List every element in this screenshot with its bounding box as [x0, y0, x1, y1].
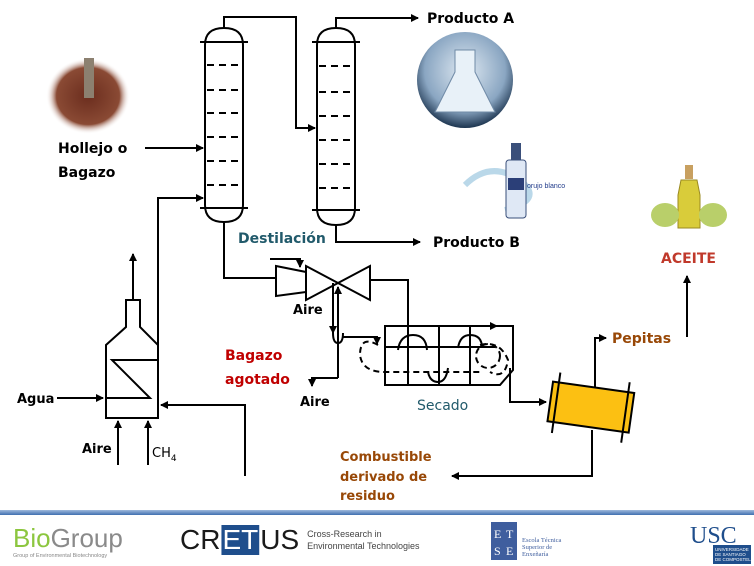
svg-text:UNIVERSIDADE: UNIVERSIDADE	[715, 547, 749, 552]
label-drying: Secado	[417, 398, 468, 414]
label-pomace-2: Bagazo	[58, 165, 116, 181]
svg-text:Enxeñaría: Enxeñaría	[522, 551, 548, 558]
label-fuel-1: Combustible	[340, 450, 432, 465]
svg-text:DE COMPOSTELA: DE COMPOSTELA	[715, 557, 754, 562]
svg-text:S: S	[494, 544, 501, 558]
svg-text:DE SANTIAGO: DE SANTIAGO	[715, 552, 746, 557]
bottle-label: orujo blanco	[527, 183, 565, 190]
svg-text:USC: USC	[690, 523, 737, 549]
label-oil: ACEITE	[661, 251, 716, 267]
label-distillation: Destilación	[238, 231, 326, 247]
svg-text:Escola Técnica: Escola Técnica	[522, 537, 562, 544]
label-air-furnace: Aire	[82, 442, 112, 457]
biogroup-wordmark: BioGroup	[13, 523, 123, 553]
distillation-column-2	[312, 26, 360, 227]
distillation-column-1	[200, 26, 248, 224]
svg-text:Group of Environmental Biotech: Group of Environmental Biotechnology	[13, 553, 107, 559]
label-fuel-2: derivado de	[340, 470, 427, 485]
svg-text:E: E	[506, 544, 513, 558]
label-methane: CH4	[152, 446, 177, 464]
rotary-dryer	[358, 322, 514, 386]
label-product-b: Producto B	[433, 235, 520, 251]
label-exhausted-2: agotado	[225, 372, 290, 388]
process-lines	[57, 14, 691, 480]
flask-photo	[417, 32, 513, 128]
biogroup-logo: BioGroup Group of Environmental Biotechn…	[13, 523, 123, 559]
svg-text:E: E	[494, 527, 501, 541]
oil-bottle-photo	[651, 165, 727, 229]
compressor-turbine	[275, 264, 371, 302]
label-product-a: Producto A	[427, 11, 514, 27]
orujo-bottle-photo: orujo blanco	[462, 143, 565, 219]
furnace-boiler	[105, 253, 159, 419]
cretus-wordmark: CRETUS	[180, 524, 299, 555]
pomace-photo	[46, 58, 130, 134]
cretus-logo: CRETUS Cross-Research in Environmental T…	[180, 524, 420, 555]
seed-heater	[546, 372, 636, 443]
label-water: Agua	[17, 392, 54, 407]
svg-text:Cross-Research in: Cross-Research in	[307, 529, 382, 539]
usc-logo: USC UNIVERSIDADE DE SANTIAGO DE COMPOSTE…	[690, 523, 754, 564]
label-fuel-3: residuo	[340, 489, 395, 504]
label-exhausted-1: Bagazo	[225, 348, 283, 364]
svg-text:T: T	[506, 527, 514, 541]
svg-text:Superior de: Superior de	[522, 544, 552, 551]
label-air-exit: Aire	[300, 395, 330, 410]
label-air-compressor: Aire	[293, 303, 323, 318]
label-seeds: Pepitas	[612, 331, 671, 347]
svg-text:Environmental Technologies: Environmental Technologies	[307, 541, 420, 551]
label-pomace-1: Hollejo o	[58, 141, 128, 157]
footer-line	[0, 510, 754, 515]
etse-logo: E T S E Escola Técnica Superior de Enxeñ…	[491, 522, 562, 560]
